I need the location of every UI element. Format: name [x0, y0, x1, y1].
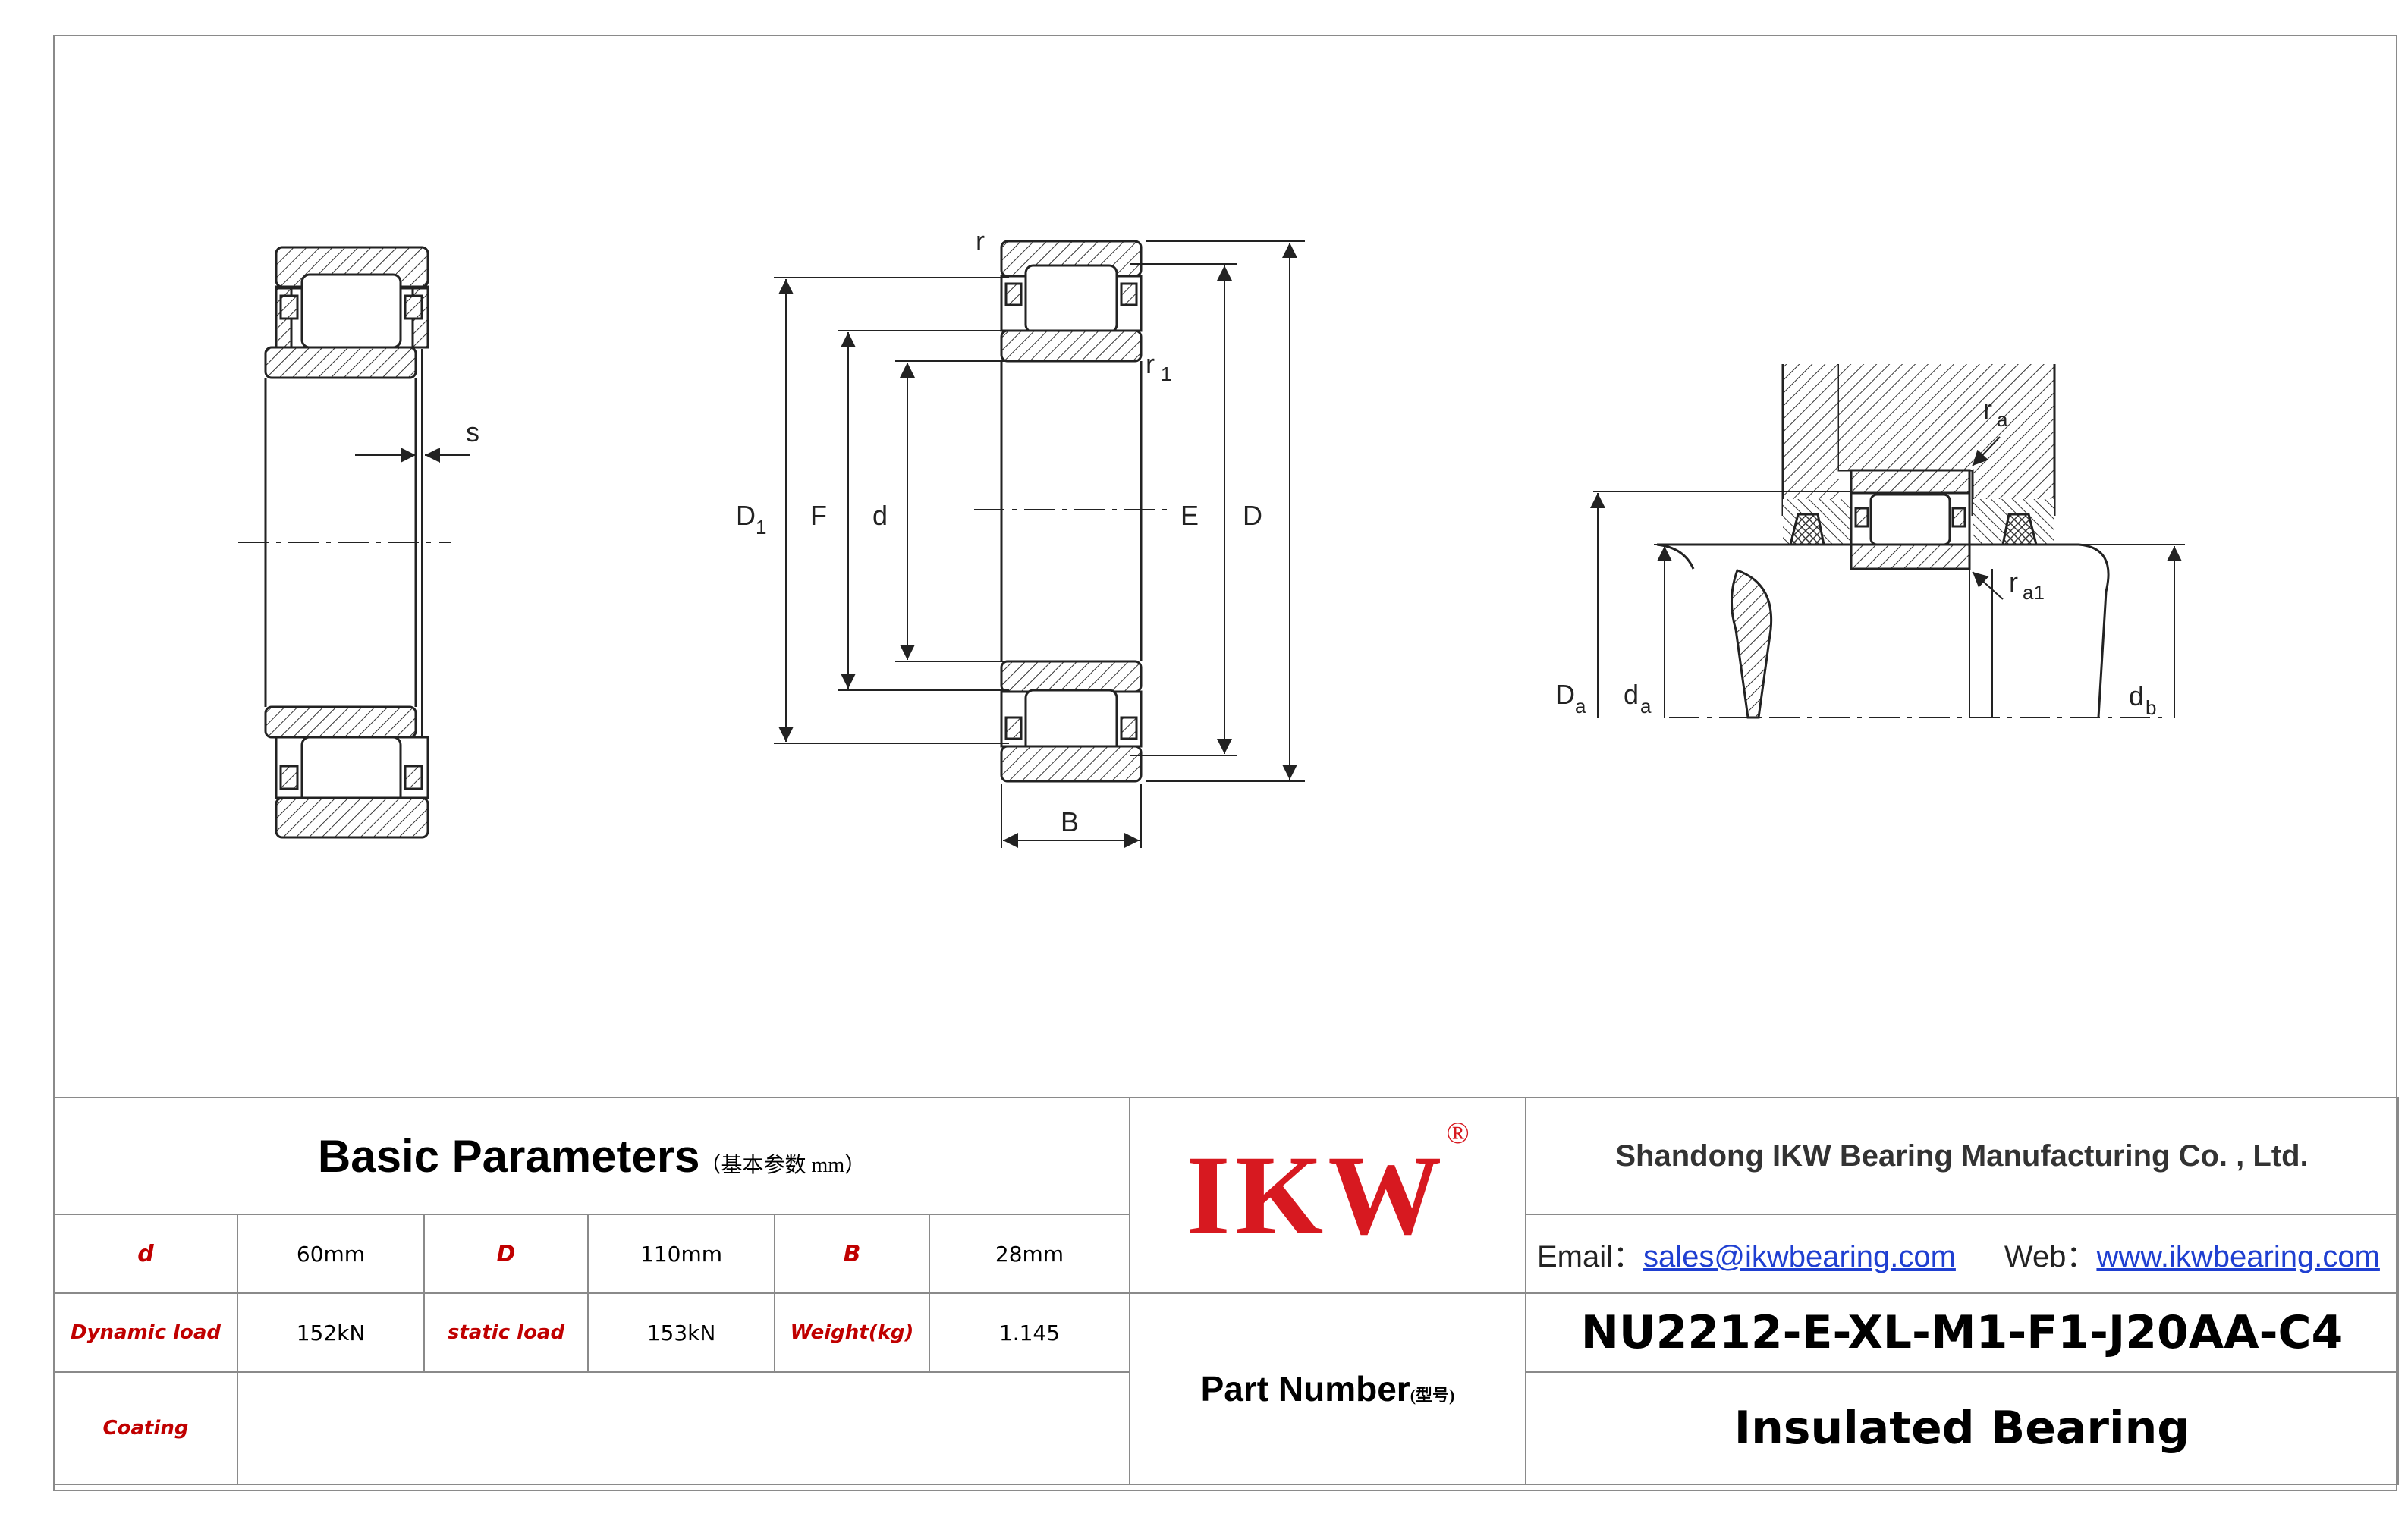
drawing-frame: [53, 35, 2397, 1491]
label-D: D: [1243, 500, 1262, 531]
label-r1-sub: 1: [1161, 363, 1171, 385]
email-link[interactable]: sales@ikwbearing.com: [1643, 1240, 1956, 1273]
param-D-label: D: [423, 1214, 589, 1294]
label-r1: r: [1146, 348, 1155, 379]
static-load-label: static load: [423, 1292, 589, 1373]
weight-value: 1.145: [929, 1292, 1130, 1373]
param-B-label: B: [774, 1214, 930, 1294]
dynamic-load-value: 152kN: [237, 1292, 425, 1373]
label-d: d: [872, 500, 888, 531]
param-D-value: 110mm: [587, 1214, 775, 1294]
label-s: s: [466, 416, 479, 448]
label-r: r: [976, 225, 985, 256]
label-db: d: [2129, 680, 2144, 711]
label-da: d: [1624, 679, 1639, 710]
label-db-sub: b: [2146, 696, 2156, 719]
static-load-value: 153kN: [587, 1292, 775, 1373]
basic-parameters-title: Basic Parameters: [317, 1130, 700, 1182]
part-number-cell: NU2212-E-XL-M1-F1-J20AA-C4: [1525, 1292, 2399, 1373]
right-mounting-section: [1590, 364, 2185, 719]
coating-value: [237, 1371, 1130, 1485]
contact-cell: Email：sales@ikwbearing.com Web：www.ikwbea…: [1525, 1214, 2399, 1294]
title-block: Basic Parameters（基本参数 mm） IKW® Shandong …: [53, 1097, 2399, 1485]
basic-parameters-unit: （基本参数 mm）: [699, 1153, 866, 1177]
label-F: F: [810, 500, 827, 531]
label-ra1-sub: a1: [2023, 581, 2045, 604]
part-number-label-cell: Part Number(型号): [1129, 1292, 1526, 1485]
left-bearing-section: [238, 246, 470, 839]
label-da-sub: a: [1640, 695, 1652, 718]
param-B-value: 28mm: [929, 1214, 1130, 1294]
label-ra1: r: [2009, 567, 2018, 598]
label-ra: r: [1983, 394, 1992, 425]
label-ra-sub: a: [1997, 408, 2008, 431]
registered-mark: ®: [1446, 1116, 1470, 1150]
coating-label: Coating: [53, 1371, 238, 1485]
part-type-cell: Insulated Bearing: [1525, 1372, 2399, 1485]
param-d-label: d: [53, 1214, 238, 1294]
company-name-cell: Shandong IKW Bearing Manufacturing Co. ,…: [1525, 1097, 2399, 1215]
part-number-label-sub: (型号): [1410, 1386, 1455, 1405]
web-label: Web：: [2004, 1240, 2097, 1273]
label-Da: D: [1555, 679, 1575, 710]
label-E: E: [1180, 500, 1199, 531]
web-link[interactable]: www.ikwbearing.com: [2096, 1240, 2380, 1273]
ikw-logo: IKW: [1186, 1132, 1447, 1258]
weight-label: Weight(kg): [774, 1292, 930, 1373]
label-D1-sub: 1: [756, 516, 766, 539]
brand-logo: IKW®: [1129, 1097, 1526, 1294]
dynamic-load-label: Dynamic load: [53, 1292, 238, 1373]
basic-parameters-header: Basic Parameters（基本参数 mm）: [53, 1097, 1130, 1215]
middle-bearing-section: [774, 240, 1305, 848]
param-d-value: 60mm: [237, 1214, 425, 1294]
label-D1: D: [736, 500, 756, 531]
part-number-label: Part Number: [1200, 1369, 1410, 1409]
label-Da-sub: a: [1575, 695, 1586, 718]
company-name: Shandong IKW Bearing Manufacturing Co. ,…: [1615, 1138, 2309, 1173]
part-type: Insulated Bearing: [1734, 1402, 2190, 1455]
label-B: B: [1061, 806, 1079, 837]
part-number: NU2212-E-XL-M1-F1-J20AA-C4: [1580, 1306, 2344, 1359]
technical-drawing: s: [238, 225, 2185, 848]
email-label: Email：: [1537, 1240, 1644, 1273]
